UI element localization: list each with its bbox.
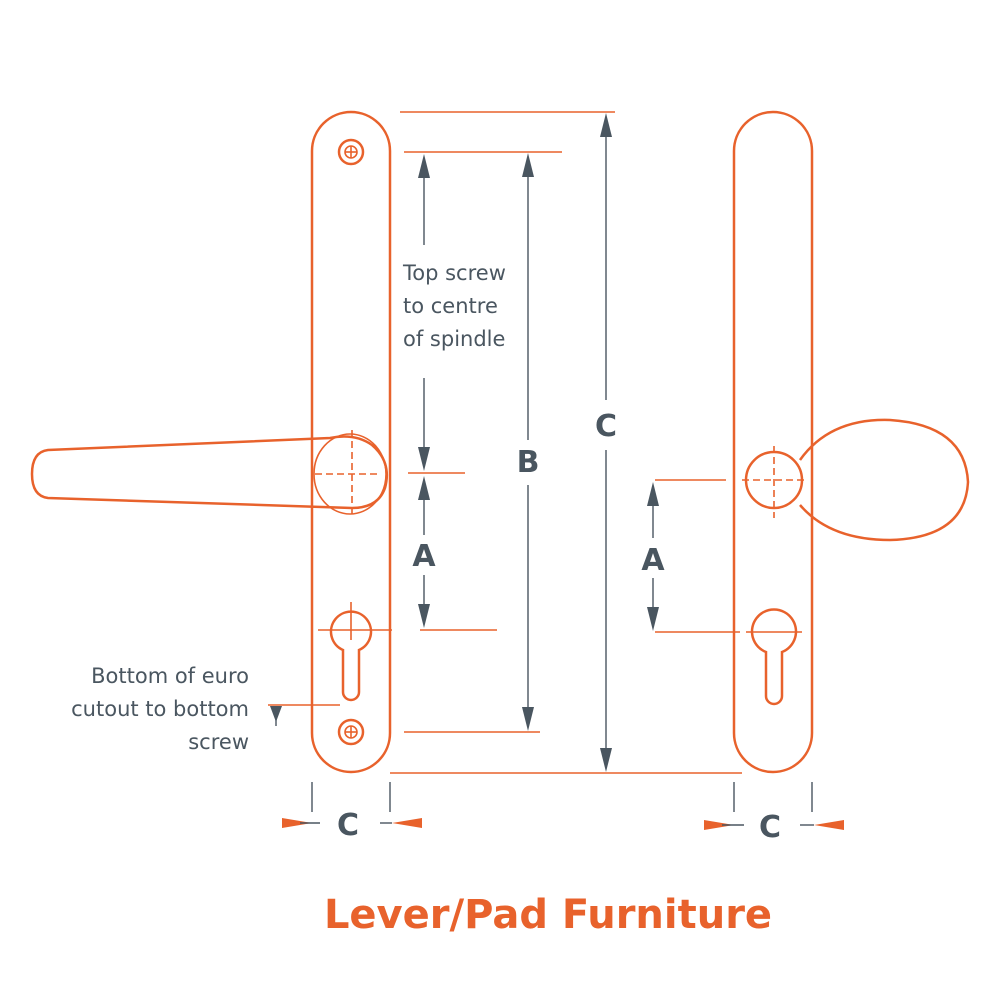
annotation-bottom-1: Bottom of euro <box>91 664 249 688</box>
right-pad-plate <box>732 110 970 774</box>
top-screw-icon <box>337 138 365 166</box>
label-a-right: A <box>641 543 665 578</box>
euro-cutout-right <box>750 608 798 706</box>
bottom-screw-icon <box>337 718 365 746</box>
lever-handle <box>30 435 389 510</box>
annotation-bottom-2: cutout to bottom <box>71 697 249 721</box>
label-a-left: A <box>412 539 436 574</box>
diagram-title: Lever/Pad Furniture <box>324 892 772 938</box>
label-c-width-right: C <box>759 810 781 845</box>
pad-knob <box>798 418 970 542</box>
dimension-lines <box>268 111 844 830</box>
annotation-top-screw-2: to centre <box>403 294 498 318</box>
label-c-width-left: C <box>337 808 359 843</box>
annotation-top-screw-1: Top screw <box>402 261 506 285</box>
annotation-top-screw-3: of spindle <box>403 327 505 351</box>
label-b: B <box>517 445 540 480</box>
label-c-length: C <box>595 409 617 444</box>
left-lever-plate <box>30 110 392 774</box>
annotation-bottom-3: screw <box>188 730 249 754</box>
